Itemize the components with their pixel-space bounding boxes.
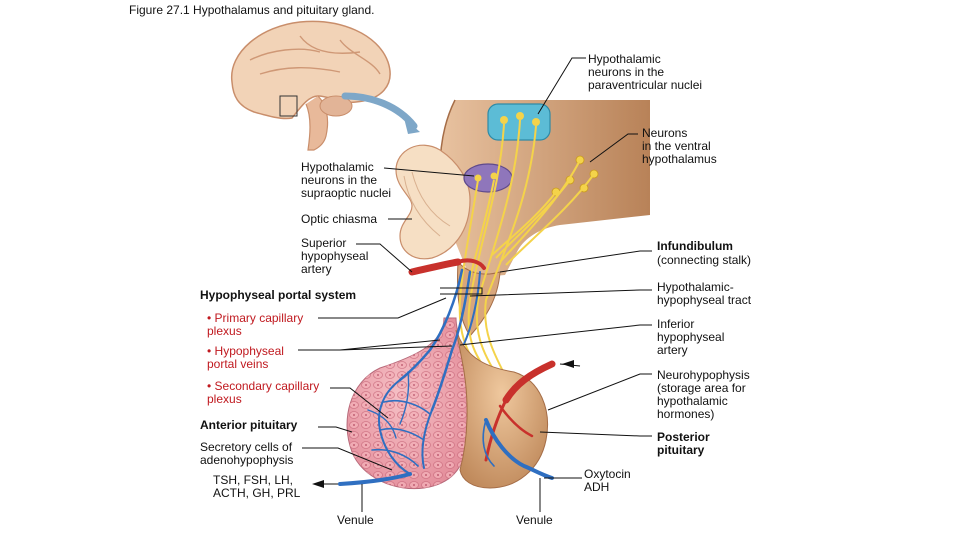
arrows [312, 360, 574, 488]
brain-icon [231, 20, 420, 151]
label-superior-artery: Superior hypophyseal artery [301, 236, 369, 276]
label-inferior-artery: Inferior hypophyseal artery [657, 317, 725, 357]
label-optic-chiasma: Optic chiasma [301, 212, 378, 226]
label-portal-veins: • Hypophyseal portal veins [207, 344, 284, 371]
label-oxytocin-adh: Oxytocin ADH [584, 467, 631, 494]
label-hyp-tract: Hypothalamic- hypophyseal tract [657, 280, 752, 307]
label-anterior-pituitary: Anterior pituitary [200, 418, 298, 432]
leader-lines [298, 57, 652, 512]
label-paraventricular: Hypothalamic neurons in the paraventricu… [588, 52, 703, 92]
label-venule-left: Venule [337, 513, 374, 527]
label-venule-right: Venule [516, 513, 553, 527]
label-secondary-plexus: • Secondary capillary plexus [207, 379, 320, 406]
figure-title: Figure 27.1 Hypothalamus and pituitary g… [129, 3, 375, 17]
label-supraoptic: Hypothalamic neurons in the supraoptic n… [301, 160, 392, 200]
label-portal-system: Hypophyseal portal system [200, 288, 357, 302]
label-posterior-pituitary: Posterior pituitary [657, 430, 710, 457]
label-ventral-neurons: Neurons in the ventral hypothalamus [642, 126, 717, 166]
label-primary-plexus: • Primary capillary plexus [207, 311, 304, 338]
label-neurohypophysis: Neurohypophysis (storage area for hypoth… [657, 368, 750, 421]
arteries [408, 258, 556, 462]
label-secretory-cells: Secretory cells of adenohypophysis [200, 440, 294, 467]
label-anterior-hormones: TSH, FSH, LH, ACTH, GH, PRL [213, 473, 301, 500]
label-infundibulum-sub: (connecting stalk) [657, 253, 752, 267]
label-infundibulum: Infundibulum [657, 239, 733, 253]
supraoptic-nucleus [463, 163, 513, 193]
